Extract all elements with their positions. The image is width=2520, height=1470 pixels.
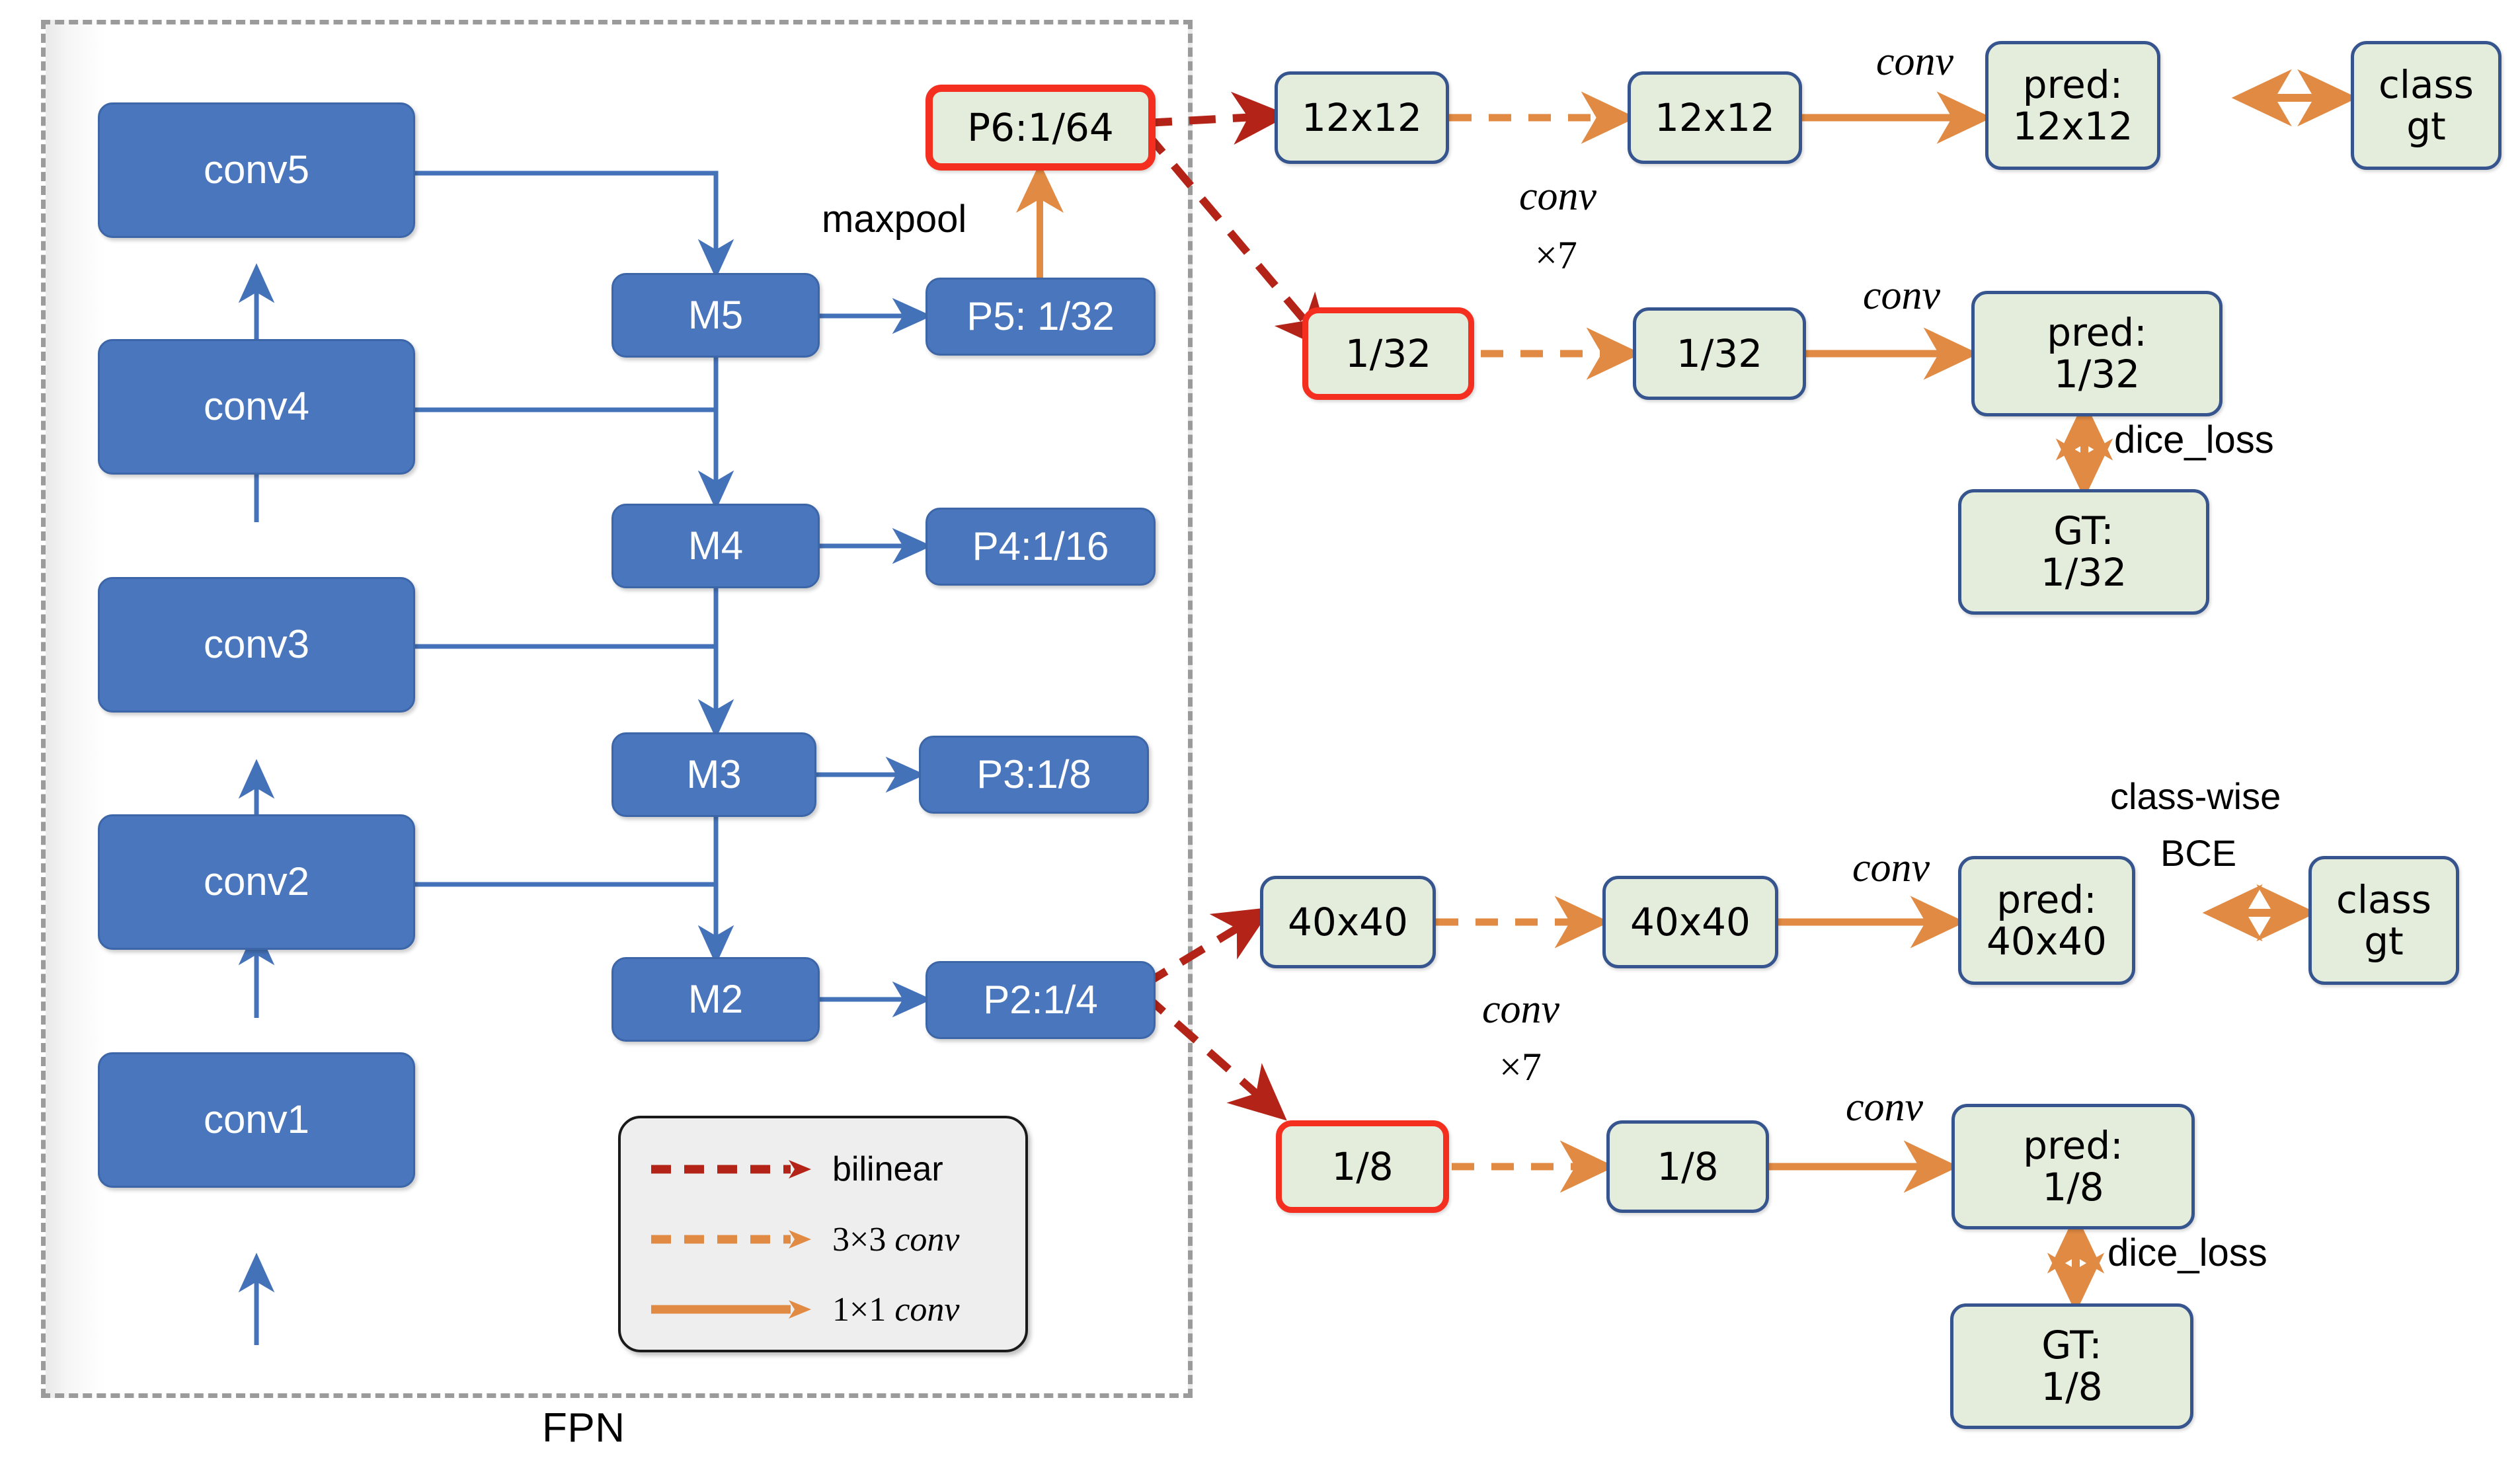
legend-label-conv1x1-italic: conv — [894, 1290, 960, 1329]
merge-node-m5[interactable]: M5 — [611, 273, 820, 358]
merge-node-m2[interactable]: M2 — [611, 957, 820, 1042]
legend-item-conv3x3: 3×3 conv — [649, 1216, 1005, 1262]
head-bottom-cls-gt[interactable]: class gt — [2308, 856, 2459, 985]
maxpool-label: maxpool — [822, 198, 967, 241]
head-bottom-cls-loss-label-line1: class-wise — [2110, 775, 2281, 817]
head-bottom-seg-mid[interactable]: 1/8 — [1606, 1120, 1769, 1213]
legend-label-conv3x3-italic: conv — [894, 1220, 960, 1258]
head-bottom-seg-pred[interactable]: pred: 1/8 — [1951, 1104, 2195, 1229]
legend-item-bilinear: bilinear — [649, 1146, 1005, 1192]
conv1x1-arrow-icon — [651, 1300, 811, 1319]
head-top-seg-conv-label: conv — [1863, 273, 1941, 318]
pyramid-node-p6[interactable]: P6:1/64 — [925, 85, 1156, 171]
head-bottom-cls-conv-label: conv — [1852, 845, 1930, 890]
head-bottom-cls-mid[interactable]: 40x40 — [1602, 876, 1778, 968]
head-top-seg-pred[interactable]: pred: 1/32 — [1971, 291, 2223, 416]
legend-label-bilinear: bilinear — [832, 1150, 943, 1188]
backbone-node-conv5[interactable]: conv5 — [98, 102, 415, 238]
head-top-cls-in[interactable]: 12x12 — [1275, 71, 1449, 164]
legend-label-conv1x1: 1×1 conv — [832, 1290, 960, 1329]
legend-label-conv3x3-plain: 3×3 — [832, 1220, 895, 1258]
legend-panel: bilinear 3×3 conv 1×1 conv — [618, 1116, 1028, 1352]
head-bottom-seg-in[interactable]: 1/8 — [1276, 1120, 1449, 1213]
conv3x3-arrow-icon — [651, 1230, 811, 1249]
head-bottom-stack-label-line2: ×7 — [1499, 1045, 1542, 1089]
head-bottom-seg-loss-label: dice_loss — [2107, 1231, 2267, 1274]
legend-label-conv3x3: 3×3 conv — [832, 1220, 960, 1259]
head-top-seg-gt[interactable]: GT: 1/32 — [1958, 489, 2209, 615]
head-top-seg-in[interactable]: 1/32 — [1302, 307, 1474, 400]
head-top-seg-loss-label: dice_loss — [2114, 418, 2274, 461]
bilinear-arrow-icon — [651, 1160, 811, 1179]
backbone-node-conv2[interactable]: conv2 — [98, 814, 415, 950]
pyramid-node-p5[interactable]: P5: 1/32 — [925, 278, 1156, 356]
head-bottom-cls-in[interactable]: 40x40 — [1260, 876, 1436, 968]
backbone-node-conv4[interactable]: conv4 — [98, 339, 415, 475]
legend-label-conv1x1-plain: 1×1 — [832, 1290, 895, 1329]
pyramid-node-p3[interactable]: P3:1/8 — [919, 736, 1149, 814]
head-bottom-cls-loss-label-line2: BCE — [2160, 832, 2237, 874]
head-bottom-seg-conv-label: conv — [1846, 1085, 1924, 1130]
head-top-cls-conv-label: conv — [1876, 39, 1954, 84]
head-top-stack-label-line2: ×7 — [1535, 233, 1577, 277]
head-top-cls-pred[interactable]: pred: 12x12 — [1985, 41, 2160, 170]
head-top-seg-mid[interactable]: 1/32 — [1633, 307, 1806, 400]
pyramid-node-p4[interactable]: P4:1/16 — [925, 508, 1156, 586]
backbone-node-conv1[interactable]: conv1 — [98, 1052, 415, 1188]
head-bottom-cls-pred[interactable]: pred: 40x40 — [1958, 856, 2135, 985]
backbone-node-conv3[interactable]: conv3 — [98, 577, 415, 713]
head-bottom-seg-gt[interactable]: GT: 1/8 — [1950, 1303, 2193, 1429]
legend-item-conv1x1: 1×1 conv — [649, 1286, 1005, 1333]
pyramid-node-p2[interactable]: P2:1/4 — [925, 961, 1156, 1039]
head-bottom-stack-label-line1: conv — [1482, 987, 1560, 1032]
merge-node-m4[interactable]: M4 — [611, 504, 820, 588]
head-top-stack-label-line1: conv — [1519, 174, 1597, 219]
fpn-panel-label: FPN — [542, 1405, 625, 1451]
head-top-cls-mid[interactable]: 12x12 — [1628, 71, 1802, 164]
merge-node-m3[interactable]: M3 — [611, 732, 816, 817]
head-top-cls-gt[interactable]: class gt — [2351, 41, 2501, 170]
